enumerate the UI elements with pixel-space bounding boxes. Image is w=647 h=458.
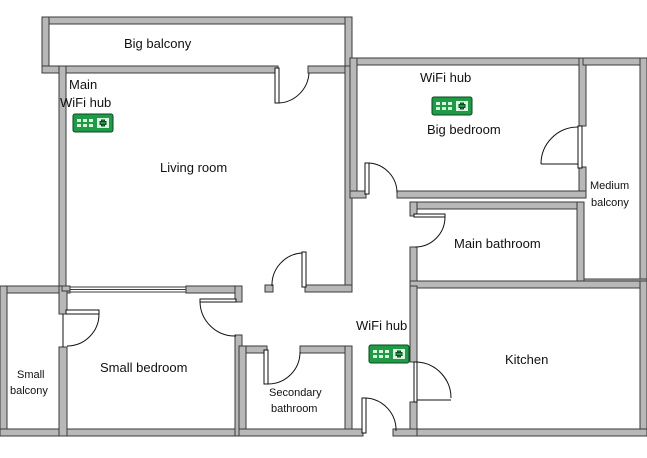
bedroom-hub-label: WiFi hub [420, 70, 471, 85]
main-bathroom-walls [409, 201, 647, 289]
bedroom-wifi-hub-icon[interactable] [431, 96, 473, 116]
door-secondary-bathroom [263, 349, 301, 385]
door-small-bedroom-hall [199, 298, 237, 337]
small-balcony-label-line2: balcony [10, 385, 48, 397]
door-big-bedroom [364, 162, 398, 195]
door-entrance [361, 397, 397, 434]
small-balcony-label-line1: Small [17, 369, 45, 381]
main-hub-label-line1: Main [69, 77, 97, 92]
door-big-bedroom-balcony [540, 125, 583, 169]
secondary-bathroom-label-line2: bathroom [271, 403, 317, 415]
hall-wifi-hub-icon[interactable] [368, 344, 410, 364]
living-room-label: Living room [160, 160, 227, 175]
door-main-bathroom [413, 213, 446, 248]
door-kitchen [413, 361, 452, 403]
big-balcony [41, 16, 353, 73]
medium-balcony-walls [582, 57, 647, 287]
big-bedroom-label: Big bedroom [427, 122, 501, 137]
window-living-room [69, 286, 187, 293]
main-bathroom-label: Main bathroom [454, 236, 541, 251]
small-bedroom-label: Small bedroom [100, 360, 187, 375]
door-living-room-balcony [274, 67, 310, 104]
door-small-bedroom [62, 309, 100, 347]
medium-balcony-label-line2: balcony [591, 197, 629, 209]
living-room-walls [41, 65, 353, 293]
main-hub-label-line2: WiFi hub [60, 95, 111, 110]
medium-balcony-label-line1: Medium [590, 180, 629, 192]
big-balcony-label: Big balcony [124, 36, 192, 51]
secondary-bathroom-label-line1: Secondary [269, 387, 322, 399]
door-living-room-hall [271, 251, 307, 288]
hall-hub-label: WiFi hub [356, 318, 407, 333]
main-wifi-hub-icon[interactable] [72, 113, 114, 133]
secondary-bathroom-walls [238, 345, 418, 437]
kitchen-label: Kitchen [505, 352, 548, 367]
